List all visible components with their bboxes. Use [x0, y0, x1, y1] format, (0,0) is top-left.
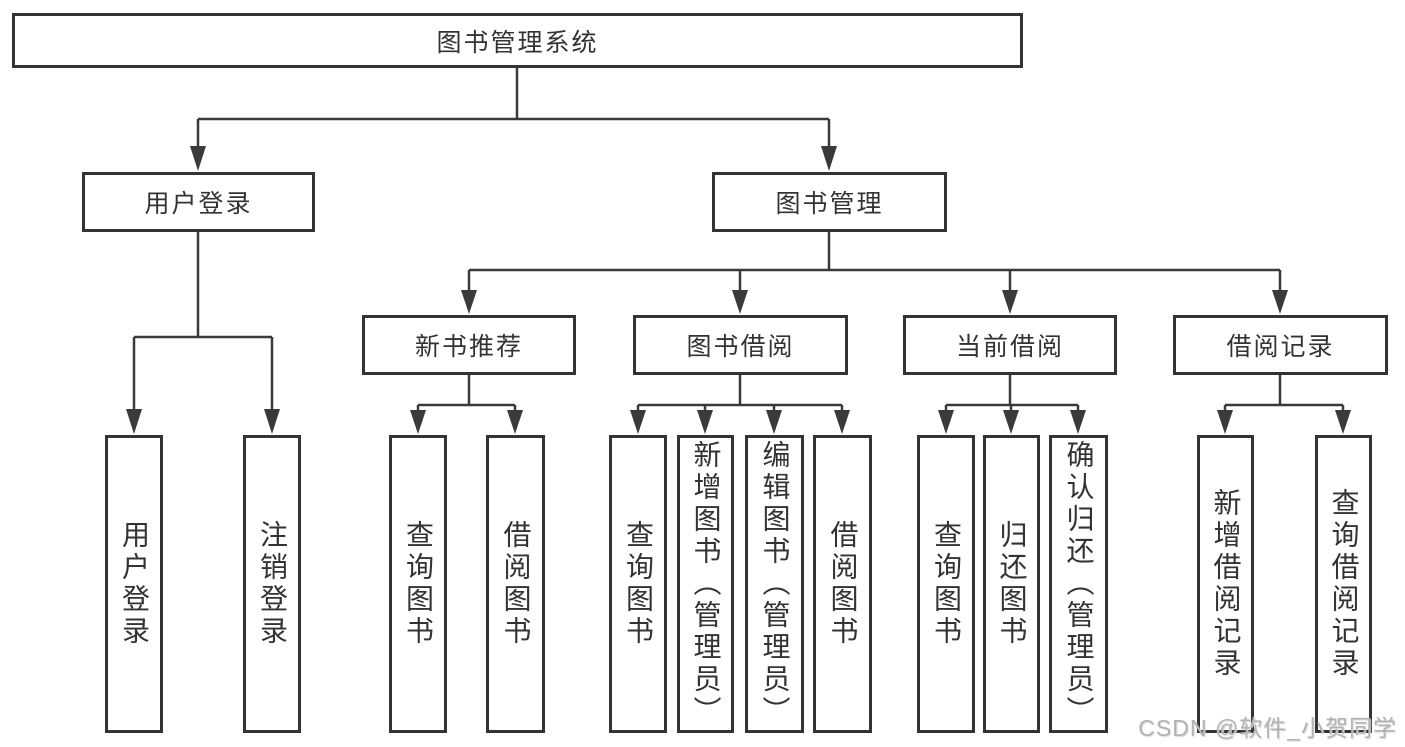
- node-label: 查询借阅记录: [1328, 488, 1360, 680]
- node-label: 注销登录: [257, 520, 288, 648]
- leaf-confirm-return-admin: 确认归还（管理员）: [1049, 435, 1108, 733]
- node-new-book-recommendation: 新书推荐: [362, 315, 576, 375]
- leaf-borrow-books: 借阅图书: [486, 435, 545, 733]
- leaf-query-books: 查询图书: [609, 435, 667, 733]
- node-book-borrowing: 图书借阅: [633, 315, 848, 375]
- csdn-watermark: CSDN @软件_小贺同学: [1138, 715, 1397, 741]
- node-library-management-system: 图书管理系统: [12, 13, 1023, 68]
- leaf-borrow-books: 借阅图书: [813, 435, 872, 733]
- leaf-query-books: 查询图书: [389, 435, 447, 733]
- node-label: 借阅图书: [827, 520, 859, 648]
- leaf-query-borrow-record: 查询借阅记录: [1315, 435, 1372, 733]
- node-borrowing-records: 借阅记录: [1173, 315, 1388, 375]
- node-label: 图书管理系统: [436, 28, 599, 57]
- leaf-user-login: 用户登录: [105, 435, 163, 733]
- node-label: 当前借阅: [955, 333, 1064, 361]
- node-label: 新增图书（管理员）: [690, 440, 722, 728]
- node-label: 图书管理: [775, 190, 884, 218]
- leaf-add-book-admin: 新增图书（管理员）: [677, 435, 734, 733]
- node-label: 查询图书: [623, 520, 654, 648]
- node-current-borrowing: 当前借阅: [903, 315, 1117, 375]
- leaf-return-books: 归还图书: [983, 435, 1040, 733]
- node-label: 图书借阅: [686, 333, 795, 361]
- node-label: 确认归还（管理员）: [1063, 440, 1095, 728]
- node-user-login: 用户登录: [82, 172, 315, 232]
- node-label: 编辑图书（管理员）: [759, 440, 791, 728]
- node-label: 新书推荐: [414, 333, 523, 361]
- node-label: 归还图书: [996, 520, 1028, 648]
- node-label: 用户登录: [144, 190, 253, 218]
- leaf-logout: 注销登录: [243, 435, 301, 733]
- node-label: 新增借阅记录: [1210, 488, 1242, 680]
- node-book-management: 图书管理: [712, 172, 947, 232]
- node-label: 借阅图书: [500, 520, 532, 648]
- node-label: 借阅记录: [1226, 333, 1335, 361]
- leaf-edit-book-admin: 编辑图书（管理员）: [745, 435, 804, 733]
- leaf-add-borrow-record: 新增借阅记录: [1197, 435, 1254, 733]
- node-label: 查询图书: [931, 520, 962, 648]
- leaf-query-books: 查询图书: [917, 435, 975, 733]
- node-label: 用户登录: [119, 520, 150, 648]
- node-label: 查询图书: [403, 520, 434, 648]
